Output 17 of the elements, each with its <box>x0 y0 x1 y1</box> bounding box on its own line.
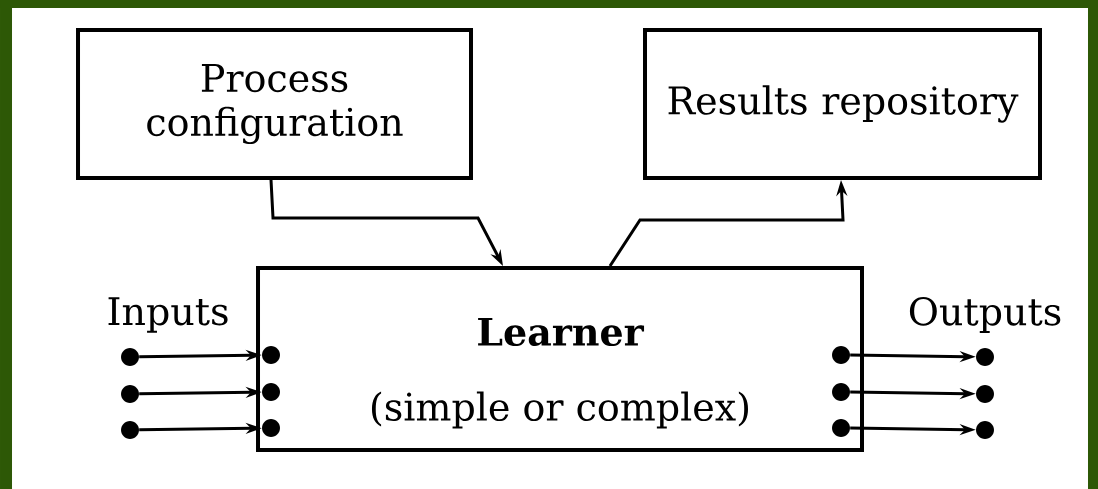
dot <box>976 421 994 439</box>
dot <box>121 421 139 439</box>
dot <box>262 346 280 364</box>
dot <box>976 385 994 403</box>
dot <box>832 383 850 401</box>
dot <box>832 346 850 364</box>
dot <box>121 385 139 403</box>
process-box: Process configuration <box>76 28 473 180</box>
dot <box>832 419 850 437</box>
dot <box>262 383 280 401</box>
process-box: Results repository <box>643 28 1042 180</box>
dot <box>976 348 994 366</box>
dot <box>121 348 139 366</box>
port-label: Outputs <box>909 296 1061 334</box>
process-box: Learner (simple or complex) <box>256 266 864 452</box>
port-label: Inputs <box>108 297 228 333</box>
dot <box>262 419 280 437</box>
